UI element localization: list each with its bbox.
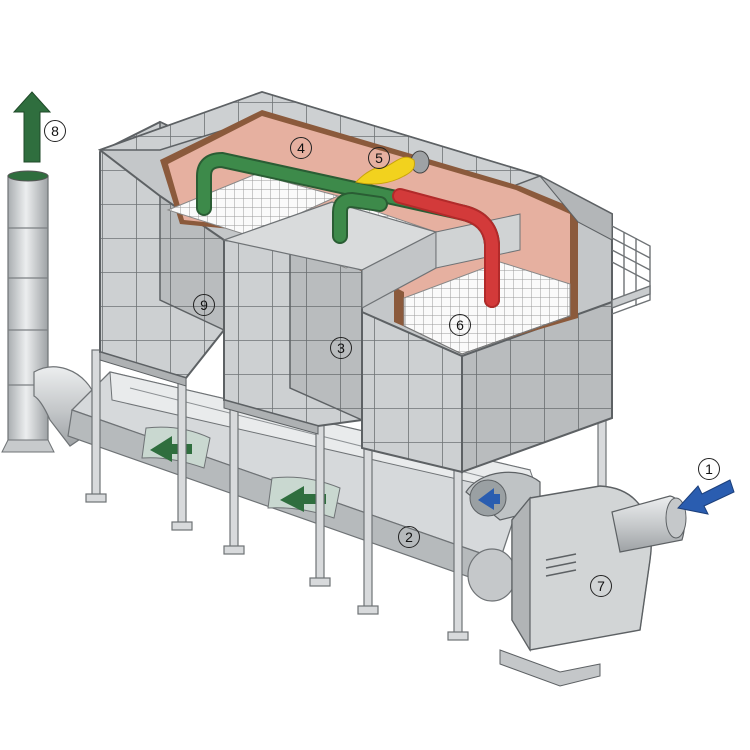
- burner: [355, 150, 430, 185]
- flow-arrow-left-1: [150, 436, 192, 462]
- access-platform: [611, 225, 651, 315]
- callout-exhaust-stack: 8: [44, 120, 66, 142]
- callout-burner: 5: [368, 147, 390, 169]
- exhaust-flow-arrow: [12, 91, 52, 163]
- callout-fan: 7: [590, 575, 612, 597]
- system-fan: [465, 471, 687, 687]
- callout-collection-duct: 2: [398, 526, 420, 548]
- crossover-duct: [196, 151, 500, 308]
- callout-bed-6: 6: [449, 314, 471, 336]
- callout-bed-9: 9: [193, 294, 215, 316]
- ceramic-media-bed-9: [166, 173, 340, 237]
- callout-combustion-chamber: 4: [290, 137, 312, 159]
- callout-bed-3: 3: [330, 337, 352, 359]
- callout-inlet: 1: [698, 458, 720, 480]
- inlet-flow-arrow: [677, 479, 735, 515]
- flow-arrow-left-2: [280, 486, 326, 512]
